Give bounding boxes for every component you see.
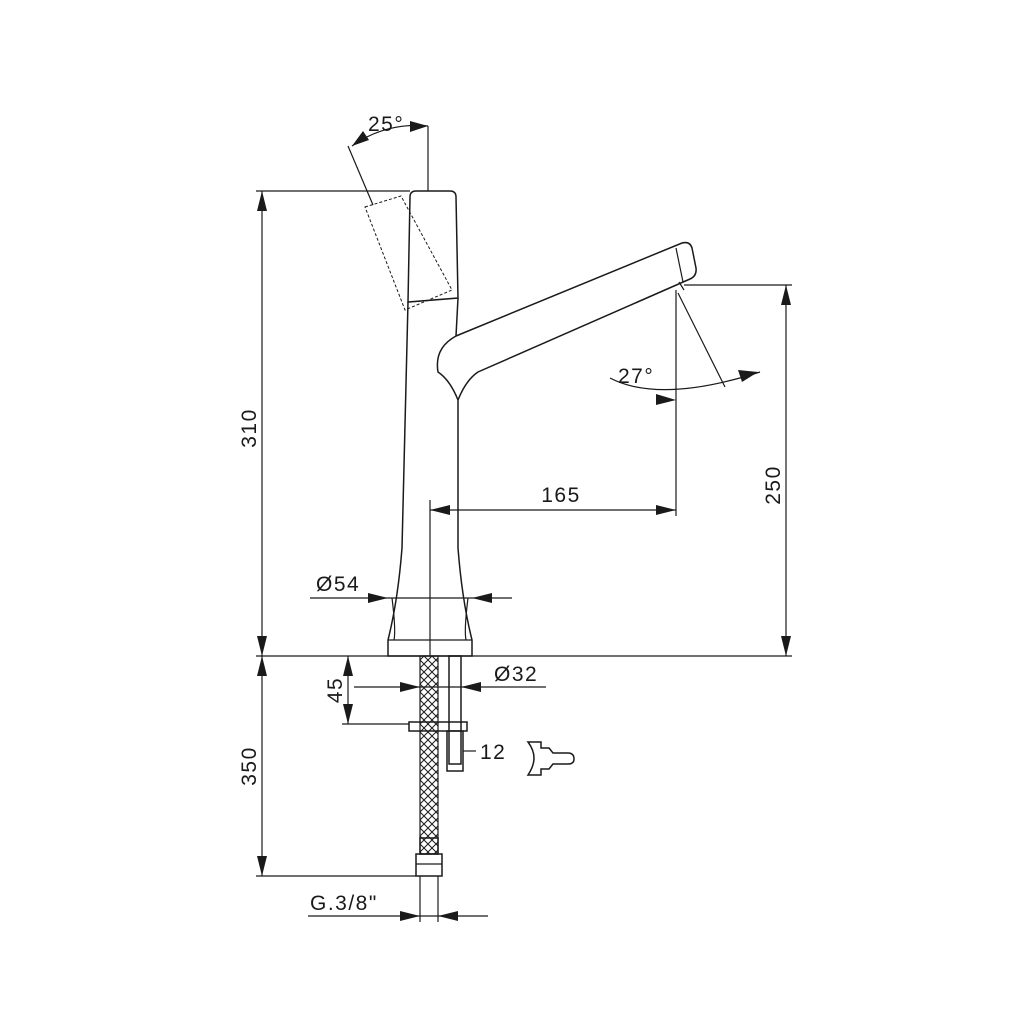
spout-reach-label: 165 (541, 484, 581, 507)
shank-length-label: 45 (324, 677, 347, 703)
spout-height-label: 250 (762, 465, 785, 505)
nut-size-label: 12 (480, 741, 506, 764)
shank-diameter-label: Ø32 (494, 663, 538, 686)
hose-length-label: 350 (238, 746, 261, 786)
total-height-label: 310 (238, 408, 261, 448)
mounting-assembly (408, 655, 468, 877)
dimension-lines (256, 121, 792, 922)
spout-angle-label: 27° (618, 365, 654, 388)
wrench-icon (526, 741, 575, 776)
connection-thread-label: G.3/8" (310, 892, 378, 915)
handle-angle-label: 25° (368, 113, 404, 136)
base-diameter-label: Ø54 (316, 573, 360, 596)
faucet-body (364, 190, 697, 657)
